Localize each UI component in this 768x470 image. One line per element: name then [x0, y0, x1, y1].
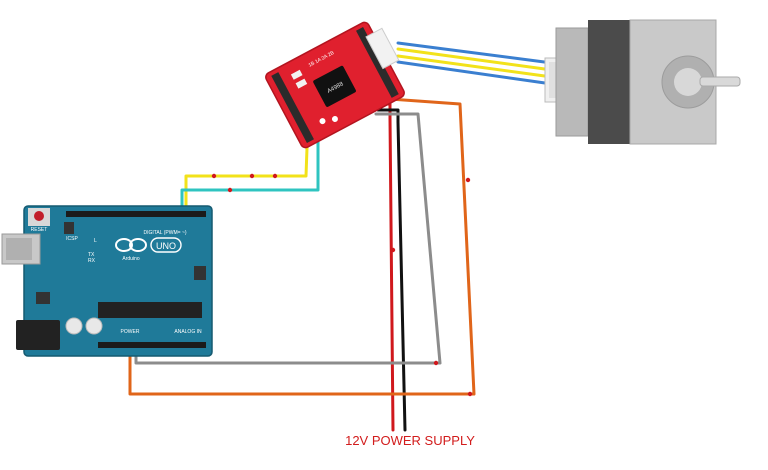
- arduino-led-l: L: [94, 238, 97, 244]
- arduino-digital-label: DIGITAL (PWM= ~): [143, 230, 186, 236]
- arduino-brand-label: Arduino: [122, 256, 139, 262]
- arduino-reset-label: RESET: [31, 227, 48, 233]
- arduino-power-label: POWER: [121, 329, 140, 335]
- wire-junctions: [211, 173, 473, 397]
- wire-black-gnd: [376, 108, 407, 432]
- arduino-analog-label: ANALOG IN: [174, 329, 202, 335]
- wire-blue-motor-2: [396, 60, 554, 86]
- arduino-model-label: UNO: [156, 241, 176, 251]
- wire-blue-motor: [396, 41, 554, 65]
- arduino-icsp-label: ICSP: [66, 236, 78, 242]
- arduino-uno-board: RESET ICSP DIGITAL (PWM= ~) UNO Arduino …: [1, 205, 213, 357]
- wire-yellow-step: [184, 118, 310, 215]
- wire-yellow-motor-1: [396, 47, 554, 72]
- arduino-led-tx: TX: [88, 252, 95, 258]
- wire-yellow-motor-2: [396, 54, 554, 79]
- arduino-led-rx: RX: [88, 258, 96, 264]
- power-supply-label: 12V POWER SUPPLY: [345, 433, 475, 448]
- wire-orange-logic: [128, 96, 476, 396]
- wire-teal-dir: [180, 122, 320, 215]
- stepper-motor: [544, 19, 741, 145]
- stepper-driver-board: A4988 1B 1A 2A 2B: [265, 21, 405, 149]
- wire-red-vmot: [376, 102, 395, 432]
